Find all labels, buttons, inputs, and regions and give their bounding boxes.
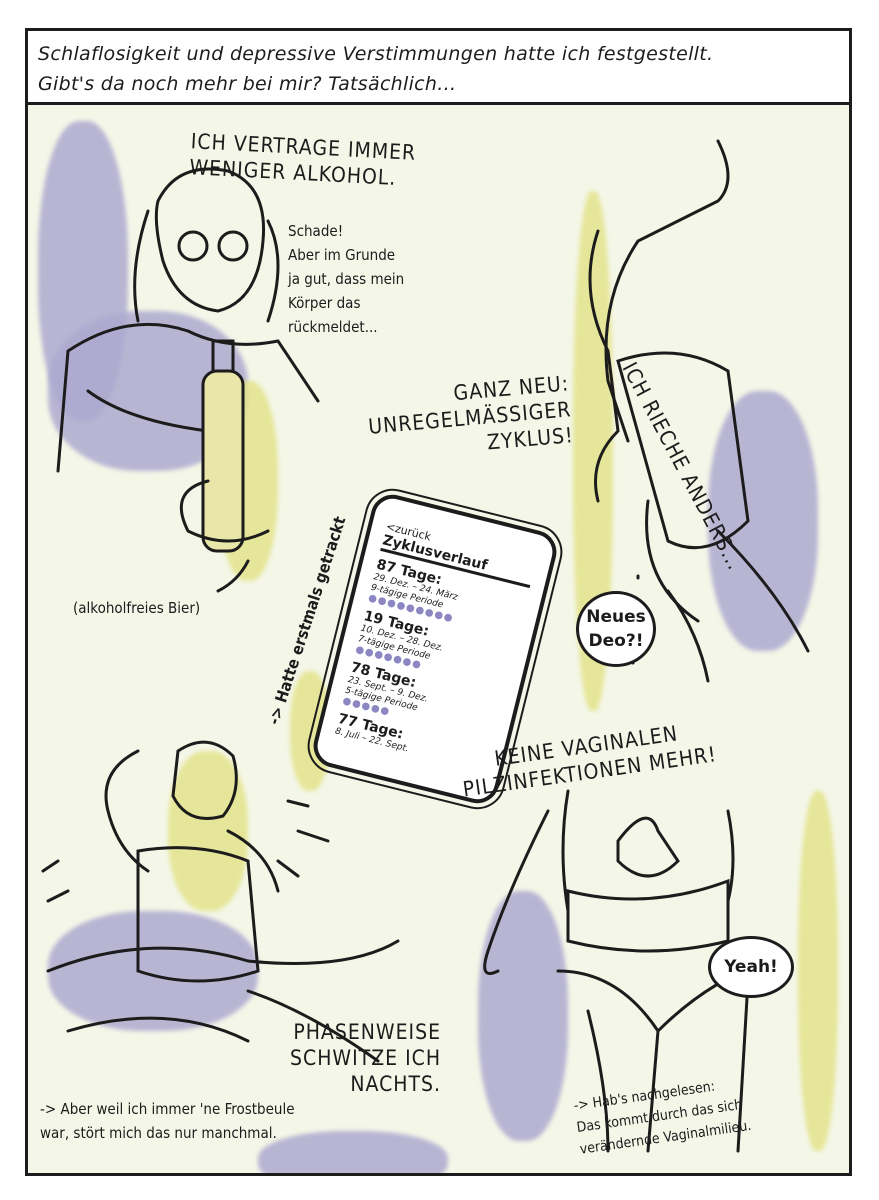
sweat-note: -> Aber weil ich immer 'ne Frostbeule wa… — [40, 1100, 295, 1142]
alcohol-note: (alkoholfreies Bier) — [73, 599, 201, 617]
yellow-wash — [168, 751, 248, 911]
figure-drawings — [41, 139, 810, 1153]
header-caption: Schlaflosigkeit und depressive Verstimmu… — [28, 31, 849, 105]
woman-with-bottle-drawing — [56, 167, 320, 593]
neues-deo-bubble: Neues Deo?! — [576, 591, 656, 667]
yeah-bubble: Yeah! — [708, 936, 794, 998]
torso-thumbs-up-drawing — [483, 789, 770, 1153]
purple-wash — [258, 1131, 448, 1173]
comic-panel: Schlaflosigkeit und depressive Verstimmu… — [25, 28, 852, 1176]
sweat-title: PHASENWEISE SCHWITZE ICH NACHTS. — [290, 1020, 442, 1096]
header-line-2: Gibt's da noch mehr bei mir? Tatsächlich… — [38, 73, 457, 95]
purple-wash — [708, 391, 818, 651]
purple-wash — [48, 911, 258, 1031]
upside-down-person-drawing — [588, 139, 810, 683]
header-line-1: Schlaflosigkeit und depressive Verstimmu… — [38, 43, 714, 65]
yellow-wash — [798, 791, 838, 1151]
sweating-woman-drawing — [41, 740, 400, 1063]
alcohol-thought: Schade! Aber im Grunde ja gut, dass mein… — [288, 222, 405, 336]
